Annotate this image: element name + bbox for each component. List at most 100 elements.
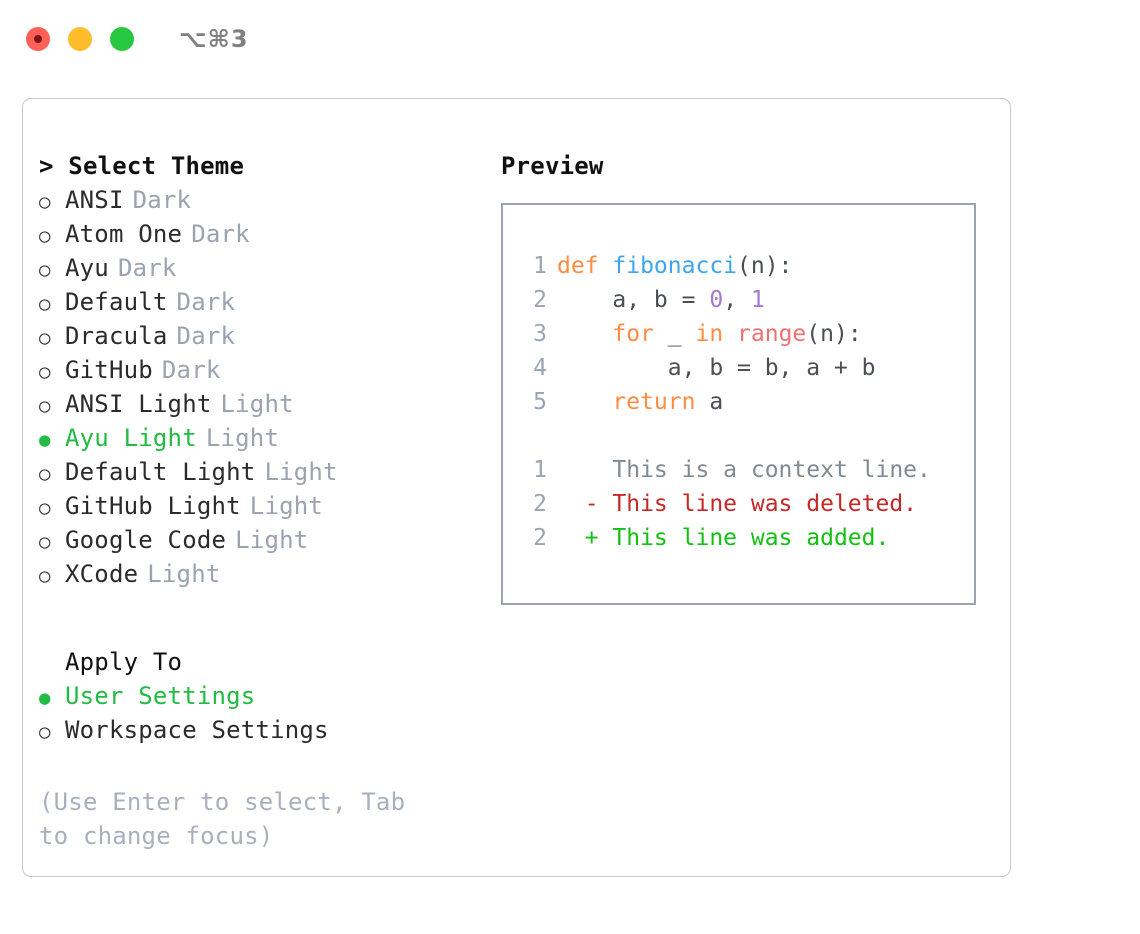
code-token-plain: , <box>723 287 751 313</box>
radio-unselected-icon: ○ <box>39 497 51 519</box>
code-line-text: def fibonacci(n): <box>547 249 792 283</box>
hint-gap <box>39 747 479 785</box>
code-token-plain <box>723 321 737 347</box>
theme-option-label: Default Light <box>65 458 256 486</box>
code-line-text: return a <box>547 385 723 419</box>
theme-option-label: Default <box>65 288 168 316</box>
theme-option-category: Dark <box>176 288 236 316</box>
radio-unselected-icon: ○ <box>39 327 51 349</box>
theme-option-default-light[interactable]: ○ Default Light Light <box>39 455 479 489</box>
radio-unselected-icon: ○ <box>39 463 51 485</box>
diff-line-text: + This line was added. <box>547 521 890 555</box>
code-line-text: a, b = b, a + b <box>547 351 876 385</box>
theme-option-ayu[interactable]: ○ Ayu Dark <box>39 251 479 285</box>
code-token-plain <box>557 321 612 347</box>
maximize-window-button[interactable] <box>110 27 134 51</box>
apply-to-heading: Apply To <box>65 648 183 676</box>
theme-option-label: Ayu <box>65 254 109 282</box>
theme-option-category: Dark <box>161 356 221 384</box>
theme-option-category: Light <box>147 560 221 588</box>
code-token-plain: _ <box>653 321 696 347</box>
apply-to-option-list: ●User Settings ○ Workspace Settings <box>39 679 479 747</box>
theme-option-label: GitHub Light <box>65 492 241 520</box>
theme-option-xcode[interactable]: ○ XCode Light <box>39 557 479 591</box>
theme-option-label: Atom One <box>65 220 183 248</box>
code-line-number: 1 <box>533 253 547 279</box>
theme-option-atom-one[interactable]: ○ Atom One Dark <box>39 217 479 251</box>
theme-option-category: Dark <box>176 322 236 350</box>
code-line-number: 2 <box>533 287 547 313</box>
diff-line-add: 2 + This line was added. <box>503 521 974 555</box>
diff-line-ctx: 1 This is a context line. <box>503 453 974 487</box>
diff-line-number: 2 <box>533 491 547 517</box>
code-token-plain: a <box>695 389 724 415</box>
code-line-number: 3 <box>533 321 547 347</box>
theme-option-label: XCode <box>65 560 139 588</box>
diff-line-content: This is a context line. <box>612 457 931 483</box>
theme-option-label: Ayu Light <box>65 424 197 452</box>
radio-unselected-icon: ○ <box>39 259 51 281</box>
radio-unselected-icon: ○ <box>39 293 51 315</box>
code-token-kw: in <box>695 321 724 347</box>
theme-option-label: GitHub <box>65 356 153 384</box>
theme-option-label: Google Code <box>65 526 227 554</box>
radio-unselected-icon: ○ <box>39 565 51 587</box>
radio-selected-icon: ● <box>39 429 51 451</box>
code-line-number: 5 <box>533 389 547 415</box>
section-gap <box>39 591 479 645</box>
apply-to-option-workspace-settings[interactable]: ○ Workspace Settings <box>39 713 479 747</box>
preview-heading: Preview <box>501 152 604 180</box>
theme-option-category: Light <box>264 458 338 486</box>
select-theme-heading: > Select Theme <box>39 152 245 180</box>
radio-unselected-icon: ○ <box>39 225 51 247</box>
theme-option-category: Dark <box>117 254 177 282</box>
code-token-plain: a, b = <box>557 287 710 313</box>
code-line-text: for _ in range(n): <box>547 317 861 351</box>
code-token-fn: fibonacci <box>612 253 738 279</box>
diff-line-number: 1 <box>533 457 547 483</box>
diff-marker-del: - <box>557 491 613 517</box>
theme-option-category: Dark <box>191 220 250 248</box>
code-line: 3 for _ in range(n): <box>503 317 974 351</box>
code-line-number: 4 <box>533 355 547 381</box>
theme-option-google-code[interactable]: ○ Google Code Light <box>39 523 479 557</box>
keyboard-hint-text: (Use Enter to select, Tab to change focu… <box>39 788 406 850</box>
radio-unselected-icon: ○ <box>39 361 51 383</box>
apply-to-option-label: Workspace Settings <box>65 716 329 744</box>
diff-line-content: This line was added. <box>612 525 890 551</box>
apply-to-option-user-settings[interactable]: ●User Settings <box>39 679 479 713</box>
diff-line-content: This line was deleted. <box>612 491 918 517</box>
theme-option-github[interactable]: ○ GitHub Dark <box>39 353 479 387</box>
keyboard-shortcut-label: ⌥⌘3 <box>179 25 249 53</box>
code-token-plain: a, b = b, a + b <box>557 355 876 381</box>
minimize-window-button[interactable] <box>68 27 92 51</box>
title-bar: ⌥⌘3 <box>0 0 1140 78</box>
code-line: 5 return a <box>503 385 974 419</box>
code-token-kw: def <box>557 253 613 279</box>
diff-marker-ctx <box>557 457 612 483</box>
theme-option-category: Light <box>235 526 309 554</box>
theme-option-default[interactable]: ○ Default Dark <box>39 285 479 319</box>
radio-selected-icon: ● <box>39 687 51 709</box>
radio-unselected-icon: ○ <box>39 721 51 743</box>
diff-line-del: 2 - This line was deleted. <box>503 487 974 521</box>
radio-unselected-icon: ○ <box>39 531 51 553</box>
code-token-builtin: range <box>737 321 807 347</box>
theme-option-label: ANSI Light <box>65 390 212 418</box>
code-line-text: a, b = 0, 1 <box>547 283 764 317</box>
diff-line-text: This is a context line. <box>547 453 931 487</box>
close-window-button[interactable] <box>26 27 50 51</box>
code-token-plain: (n): <box>737 253 793 279</box>
